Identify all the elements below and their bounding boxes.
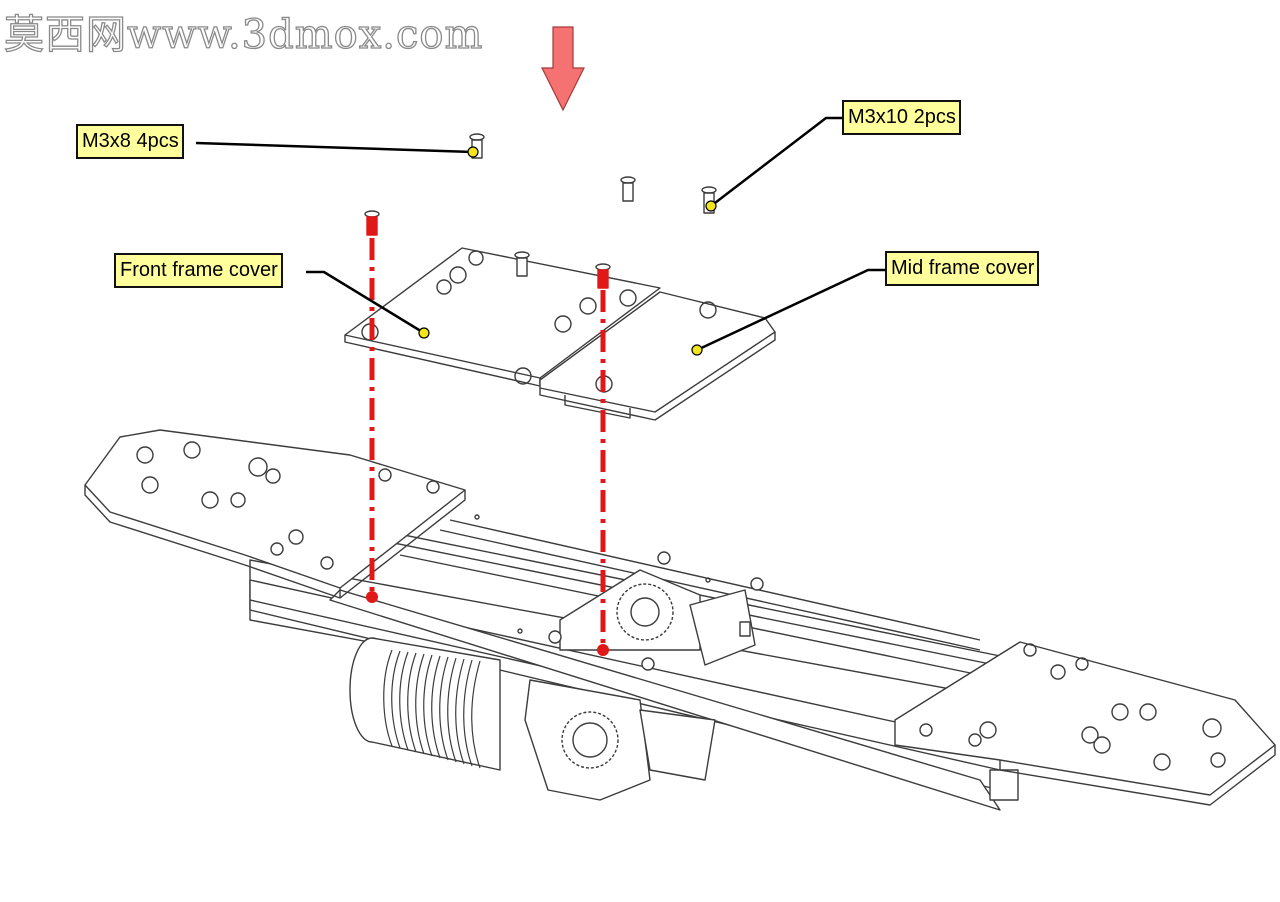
callout-m3x8: M3x8 4pcs: [76, 124, 184, 159]
guide-end-mid: [597, 644, 609, 656]
callout-mid-frame-cover: Mid frame cover: [885, 251, 1040, 286]
motor: [349, 637, 501, 771]
gearbox: [524, 569, 756, 801]
leader-lines: [195, 116, 886, 352]
assembly-guides: [369, 238, 606, 650]
screw-m3x8-d: [595, 263, 611, 289]
callout-m3x10: M3x10 2pcs: [842, 100, 961, 135]
screw-m3x8-b: [514, 251, 530, 277]
screw-m3x8-c: [364, 210, 380, 236]
mid-frame-cover: [539, 291, 776, 421]
watermark: 莫西网www.3dmox.com: [3, 11, 484, 58]
screw-m3x10-a: [620, 176, 636, 202]
front-frame-cover: [344, 247, 661, 387]
motor-fins: [383, 649, 481, 769]
down-arrow-icon: [541, 26, 585, 112]
guide-end-front: [366, 591, 378, 603]
rail-bolts: [474, 514, 764, 671]
rear-plate: [894, 641, 1276, 806]
pointer-dots: [418, 146, 717, 356]
callout-front-frame-cover: Front frame cover: [114, 253, 283, 288]
